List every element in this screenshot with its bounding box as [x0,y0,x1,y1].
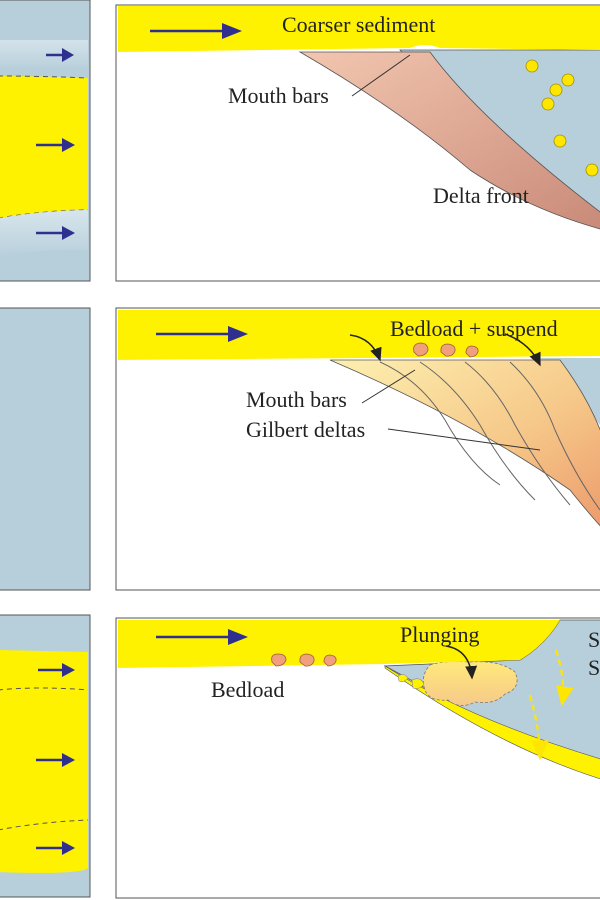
label-cut-2: S [588,655,600,680]
flow-arrow-icon [36,226,75,240]
label-cut-1: S [588,627,600,652]
bottom-cross-section: Plunging Bedload S S [115,617,600,899]
bedload-pebble-icons [271,653,337,667]
label-gilbert-deltas: Gilbert deltas [246,417,365,442]
middle-cross-section: Bedload + suspend Mouth bars Gilbert del… [115,307,600,591]
flow-arrow-icon [36,753,75,767]
bottom-row: Plunging Bedload S S [0,614,600,899]
label-mouth-bars-middle: Mouth bars [246,387,347,412]
top-plan-view [0,0,91,282]
top-cross-section: Coarser sediment Mouth bars Delta front [115,4,600,282]
middle-plan-view [0,307,91,591]
gilbert-foresets [379,361,600,511]
label-bedload-suspended: Bedload + suspend [390,316,558,341]
flow-arrow-icon [150,23,242,39]
bedload-pebble-icons [413,342,479,358]
label-delta-front: Delta front [433,183,529,208]
middle-row: Bedload + suspend Mouth bars Gilbert del… [0,307,600,591]
top-row: Coarser sediment Mouth bars Delta front [0,0,600,282]
label-bedload: Bedload [211,677,284,702]
flow-arrow-icon [46,48,74,62]
label-plunging: Plunging [400,622,479,647]
flow-arrow-icon [156,629,248,645]
label-mouth-bars-top: Mouth bars [228,83,329,108]
bottom-plan-view [0,614,91,898]
flow-arrow-icon [36,138,75,152]
flow-arrow-icon [38,663,75,677]
label-coarser-sediment: Coarser sediment [282,12,435,37]
flow-arrow-icon [36,841,75,855]
sediment-grain-icons [525,59,599,177]
flow-arrow-icon [156,326,248,342]
